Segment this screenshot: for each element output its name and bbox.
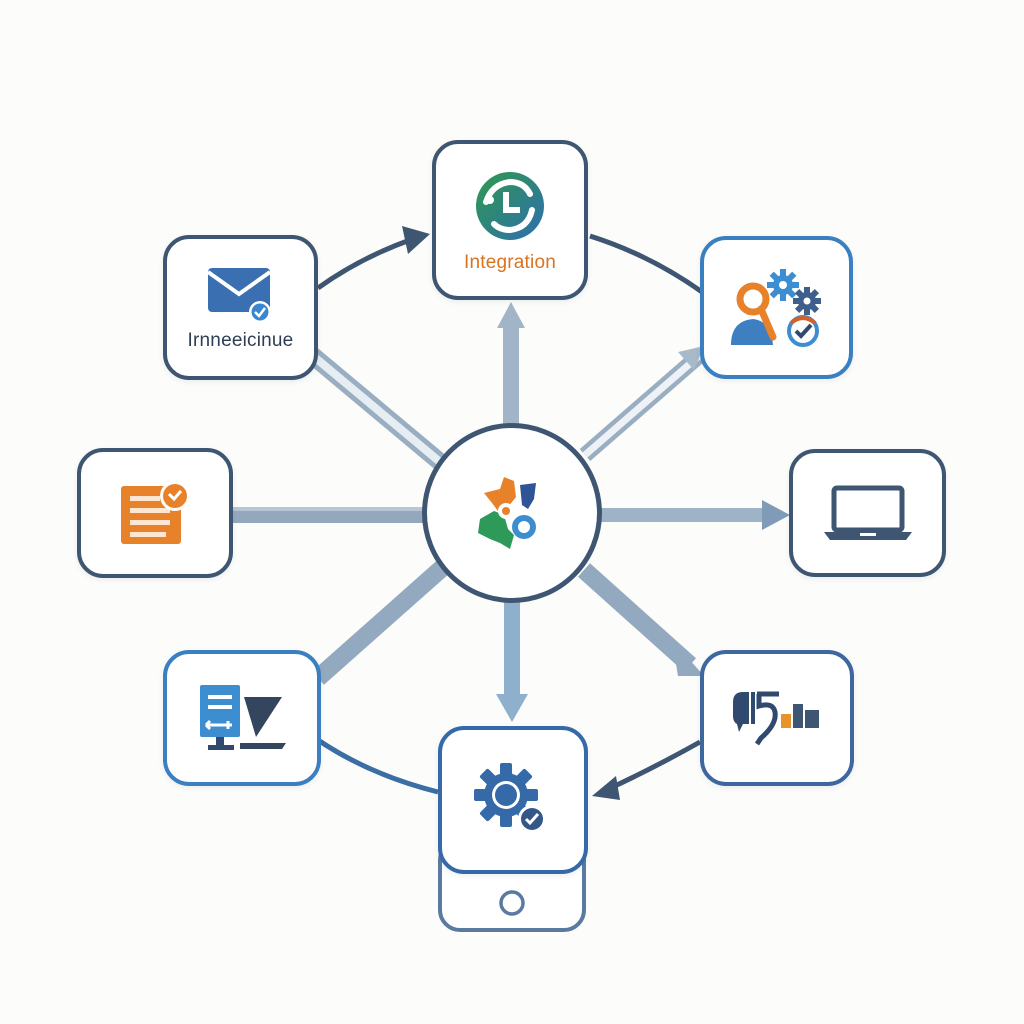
document-check-icon: [121, 481, 190, 544]
node-user-settings[interactable]: [700, 236, 853, 379]
gears-cluster-icon: [478, 477, 536, 549]
node-server[interactable]: [163, 650, 321, 786]
connector-hub-top-right: [579, 346, 706, 462]
connector-hub-top: [497, 302, 525, 427]
node-label: Irnneeicinue: [187, 329, 294, 351]
connector-bottom-left-to-bottom: [316, 737, 439, 795]
central-hub[interactable]: [422, 423, 602, 603]
node-document[interactable]: [77, 448, 233, 578]
user-gears-check-icon: [730, 268, 821, 347]
server-terminal-icon: [200, 685, 286, 750]
sync-circle-icon: [476, 172, 544, 240]
analytics-chart-icon: [733, 691, 819, 746]
laptop-icon: [823, 485, 912, 540]
connector-hub-top-left: [306, 348, 446, 469]
connector-hub-bottom: [496, 600, 528, 722]
node-integration[interactable]: Integration: [432, 140, 588, 300]
connector-hub-left: [232, 507, 424, 523]
connector-top-to-top-right: [589, 233, 704, 295]
node-analytics[interactable]: [700, 650, 854, 786]
node-laptop[interactable]: [789, 449, 946, 577]
connector-hub-bottom-left: [312, 561, 448, 685]
connector-hub-bottom-right: [577, 563, 704, 676]
node-label: Integration: [464, 252, 556, 273]
connector-top-left-to-top: [316, 226, 430, 291]
gear-check-icon: [474, 763, 546, 833]
connector-bottom-right-to-bottom: [592, 739, 702, 800]
email-check-icon: [206, 267, 271, 323]
connector-hub-right: [600, 500, 790, 530]
node-email[interactable]: Irnneeicinue: [163, 235, 318, 380]
node-settings-mobile[interactable]: [438, 726, 588, 874]
